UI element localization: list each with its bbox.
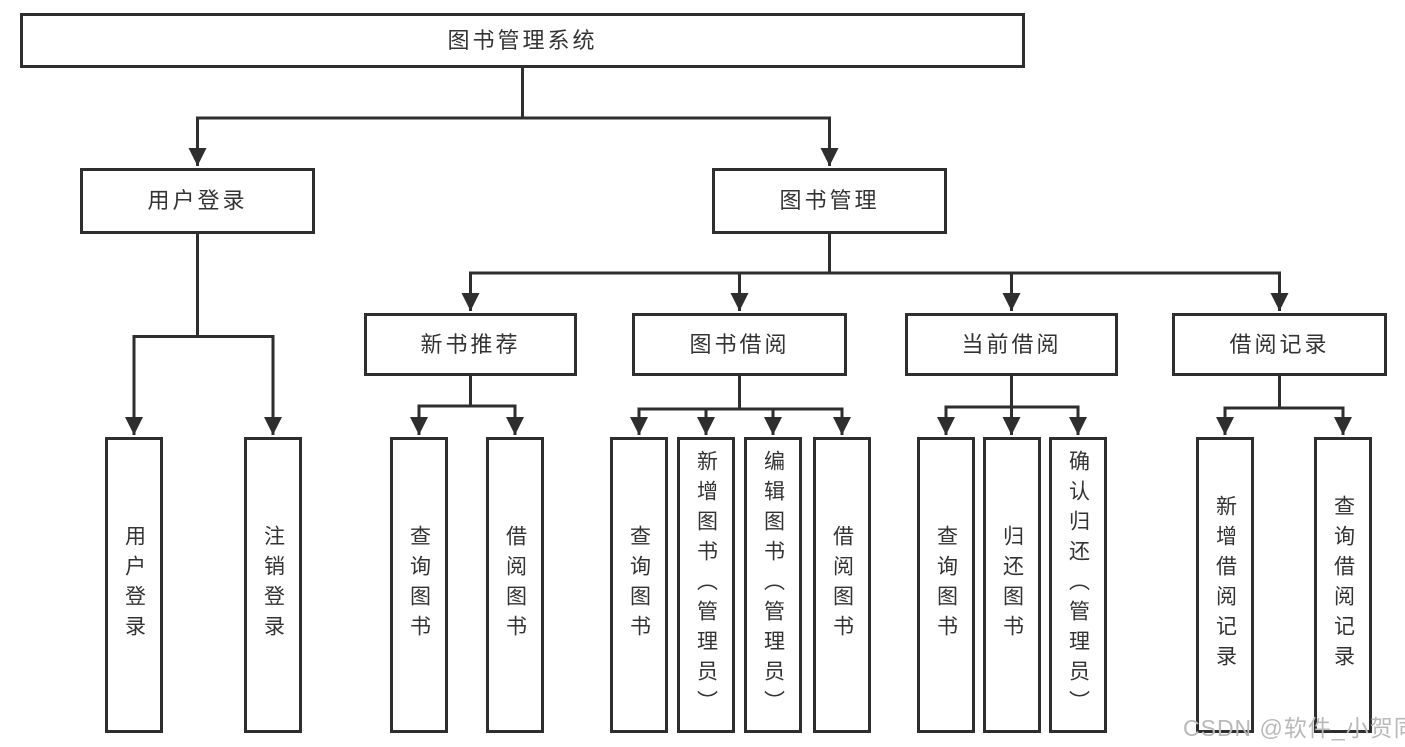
node-logout: 注销登录 [244,437,302,733]
node-add-books-admin: 新增图书（管理员） [677,437,735,733]
node-borrow-books-borrowing: 借阅图书 [813,437,871,733]
node-query-books-recommend: 查询图书 [390,437,448,733]
node-user-login-action: 用户登录 [105,437,163,733]
node-label: 新书推荐 [420,331,521,357]
node-label: 借阅图书 [503,525,527,645]
node-label: 归还图书 [1000,525,1024,645]
watermark-text: CSDN @软件_小贺同学 [1183,715,1405,741]
node-label: 注销登录 [261,525,285,645]
node-label: 编辑图书（管理员） [761,450,785,720]
node-query-books-borrowing: 查询图书 [610,437,668,733]
node-borrow-books-recommend: 借阅图书 [486,437,544,733]
node-book-management: 图书管理 [712,168,947,234]
node-label: 查询图书 [934,525,958,645]
node-library-management-system: 图书管理系统 [20,13,1025,68]
node-label: 查询图书 [627,525,651,645]
node-label: 用户登录 [147,188,248,213]
node-label: 用户登录 [122,525,146,645]
node-current-borrowing: 当前借阅 [905,313,1118,376]
node-add-borrow-record: 新增借阅记录 [1196,437,1254,733]
node-user-login: 用户登录 [80,168,315,234]
node-book-borrowing: 图书借阅 [632,313,847,376]
node-query-books-current: 查询图书 [917,437,975,733]
node-borrowing-records: 借阅记录 [1172,313,1387,376]
node-label: 查询借阅记录 [1331,495,1355,675]
node-label: 查询图书 [407,525,431,645]
node-label: 确认归还（管理员） [1066,450,1090,720]
connector-root-to-level2 [188,68,839,166]
node-label: 当前借阅 [961,331,1062,357]
connector-borrowing-records-branch [1216,376,1352,435]
connector-book-borrowing-branch [630,376,851,435]
connector-user-login-branch [125,234,282,435]
node-label: 新增借阅记录 [1213,495,1237,675]
node-query-borrow-record: 查询借阅记录 [1314,437,1372,733]
node-new-book-recommend: 新书推荐 [364,313,577,376]
connector-new-book-recommend-branch [410,376,524,435]
node-label: 图书管理系统 [447,27,598,53]
node-label: 借阅记录 [1229,331,1330,357]
connector-book-management-branch [461,234,1289,311]
node-confirm-return-admin: 确认归还（管理员） [1049,437,1107,733]
node-label: 图书管理 [779,188,880,213]
node-edit-books-admin: 编辑图书（管理员） [744,437,802,733]
node-label: 图书借阅 [689,331,790,357]
node-label: 借阅图书 [830,525,854,645]
connector-current-borrowing-branch [937,376,1087,435]
node-label: 新增图书（管理员） [694,450,718,720]
node-return-books: 归还图书 [983,437,1041,733]
